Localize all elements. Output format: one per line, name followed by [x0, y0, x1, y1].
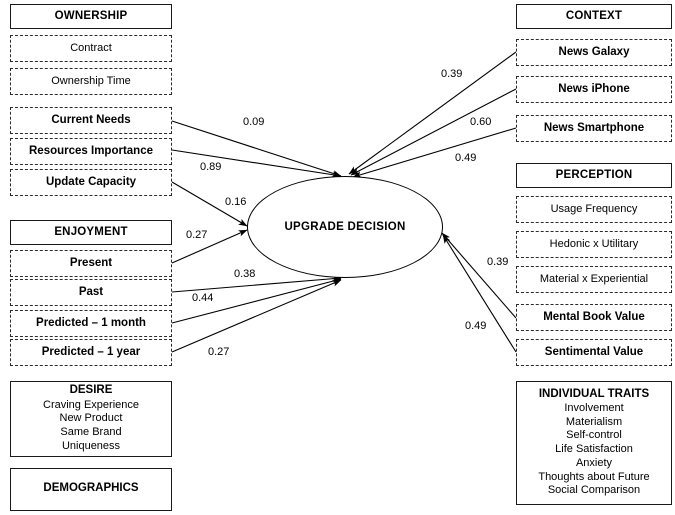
edge-news-iphone: [350, 88, 517, 176]
indicator-mental-book-value[interactable]: Mental Book Value: [516, 304, 672, 331]
block-desire-title: DESIRE: [69, 384, 113, 397]
indicator-news-smartphone[interactable]: News Smartphone: [516, 115, 672, 142]
block-individual-traits-line-1: Involvement: [564, 401, 624, 414]
indicator-resources-importance[interactable]: Resources Importance: [10, 138, 172, 165]
edge-news-galaxy: [348, 51, 517, 175]
block-individual-traits-line-7: Social Comparison: [547, 484, 641, 497]
block-desire-line-4: Uniqueness: [61, 439, 121, 452]
indicator-predicted-1-year[interactable]: Predicted – 1 year: [10, 339, 172, 366]
indicator-contract[interactable]: Contract: [10, 35, 172, 62]
indicator-usage-frequency[interactable]: Usage Frequency: [516, 196, 672, 223]
coefficient-label-mental-book-value: 0.39: [487, 256, 509, 268]
indicator-update-capacity[interactable]: Update Capacity: [10, 169, 172, 196]
block-desire[interactable]: DESIRE Craving Experience New Product Sa…: [10, 381, 172, 457]
indicator-hedonic-x-utilitary[interactable]: Hedonic x Utilitary: [516, 231, 672, 258]
block-individual-traits-line-3: Self-control: [566, 429, 622, 442]
group-header-context: CONTEXT: [516, 4, 672, 29]
edge-resources-importance: [171, 149, 342, 178]
block-demographics[interactable]: DEMOGRAPHICS: [10, 468, 172, 511]
group-header-enjoyment: ENJOYMENT: [10, 220, 172, 245]
edge-sentimental-value: [442, 234, 517, 353]
group-header-ownership: OWNERSHIP: [10, 4, 172, 29]
indicator-ownership-time[interactable]: Ownership Time: [10, 68, 172, 95]
group-header-perception: PERCEPTION: [516, 163, 672, 188]
edge-current-needs: [171, 120, 342, 177]
center-node-upgrade-decision[interactable]: UPGRADE DECISION: [247, 176, 443, 278]
coefficient-label-news-iphone: 0.60: [470, 116, 492, 128]
indicator-predicted-1-month[interactable]: Predicted – 1 month: [10, 310, 172, 337]
coefficient-label-predicted-1-month: 0.44: [192, 292, 214, 304]
edge-past: [171, 275, 342, 293]
block-individual-traits-line-6: Thoughts about Future: [538, 470, 650, 483]
coefficient-label-update-capacity: 0.16: [225, 196, 247, 208]
edge-news-smartphone: [352, 127, 517, 178]
indicator-news-iphone[interactable]: News iPhone: [516, 76, 672, 103]
block-individual-traits-title: INDIVIDUAL TRAITS: [538, 387, 650, 400]
indicator-sentimental-value[interactable]: Sentimental Value: [516, 339, 672, 366]
coefficient-label-present: 0.27: [186, 229, 208, 241]
block-demographics-title: DEMOGRAPHICS: [43, 482, 139, 495]
coefficient-label-predicted-1-year: 0.27: [208, 346, 230, 358]
indicator-news-galaxy[interactable]: News Galaxy: [516, 39, 672, 66]
coefficient-label-current-needs: 0.09: [243, 116, 265, 128]
indicator-material-x-experiential[interactable]: Material x Experiential: [516, 266, 672, 293]
coefficient-label-news-smartphone: 0.49: [455, 152, 477, 164]
coefficient-label-past: 0.38: [234, 268, 256, 280]
block-individual-traits[interactable]: INDIVIDUAL TRAITS Involvement Materialis…: [516, 381, 672, 505]
coefficient-label-sentimental-value: 0.49: [465, 320, 487, 332]
block-desire-line-2: New Product: [59, 412, 123, 425]
block-individual-traits-line-4: Life Satisfaction: [555, 443, 633, 456]
block-desire-line-3: Same Brand: [60, 426, 122, 439]
edge-mental-book-value: [441, 232, 517, 319]
indicator-present[interactable]: Present: [10, 250, 172, 277]
coefficient-label-resources-importance: 0.89: [200, 161, 222, 173]
edge-present: [171, 229, 248, 264]
block-desire-line-1: Craving Experience: [43, 398, 139, 411]
indicator-past[interactable]: Past: [10, 279, 172, 306]
indicator-current-needs[interactable]: Current Needs: [10, 107, 172, 134]
block-individual-traits-line-2: Materialism: [565, 415, 623, 428]
edge-predicted-1-year: [171, 279, 342, 353]
block-individual-traits-line-5: Anxiety: [575, 456, 613, 469]
coefficient-label-news-galaxy: 0.39: [441, 68, 463, 80]
